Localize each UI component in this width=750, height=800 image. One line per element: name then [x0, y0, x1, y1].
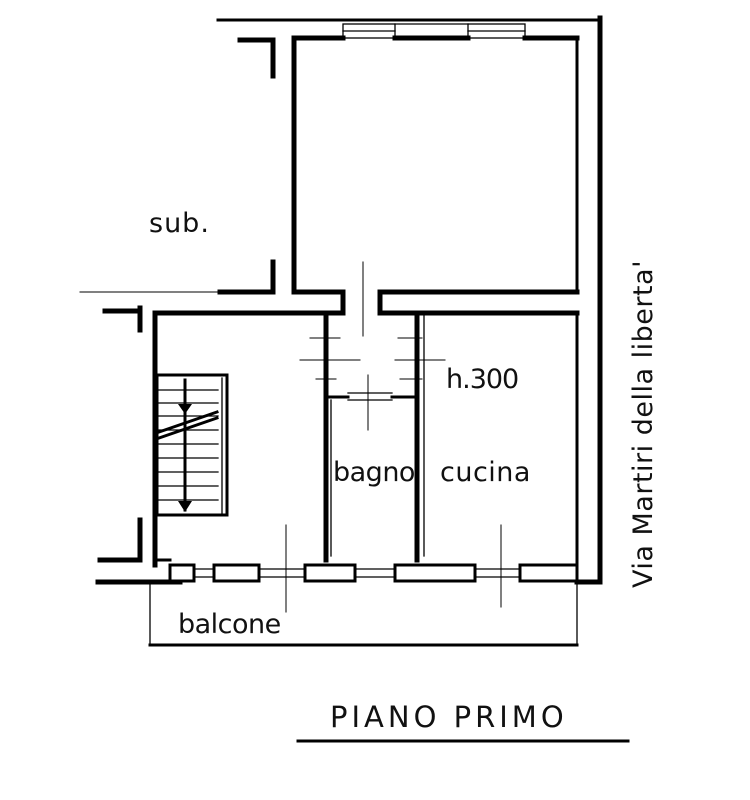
street-label: Via Martiri della liberta'	[628, 259, 659, 588]
section-lines	[285, 261, 502, 613]
balcony-outline	[148, 583, 579, 647]
room-label-balcone: balcone	[178, 609, 281, 640]
plan-title: PIANO PRIMO	[330, 700, 568, 734]
room-label-bagno: bagno	[333, 457, 415, 488]
ceiling-height-label: h.300	[446, 364, 519, 395]
upper-room-walls	[216, 15, 603, 585]
room-label-sub: sub.	[149, 208, 210, 239]
room-label-cucina: cucina	[440, 457, 531, 488]
bottom-facade-walls	[152, 557, 603, 585]
lower-apartment-walls	[95, 289, 580, 585]
sub-area-walls	[79, 37, 276, 295]
staircase	[155, 373, 229, 517]
